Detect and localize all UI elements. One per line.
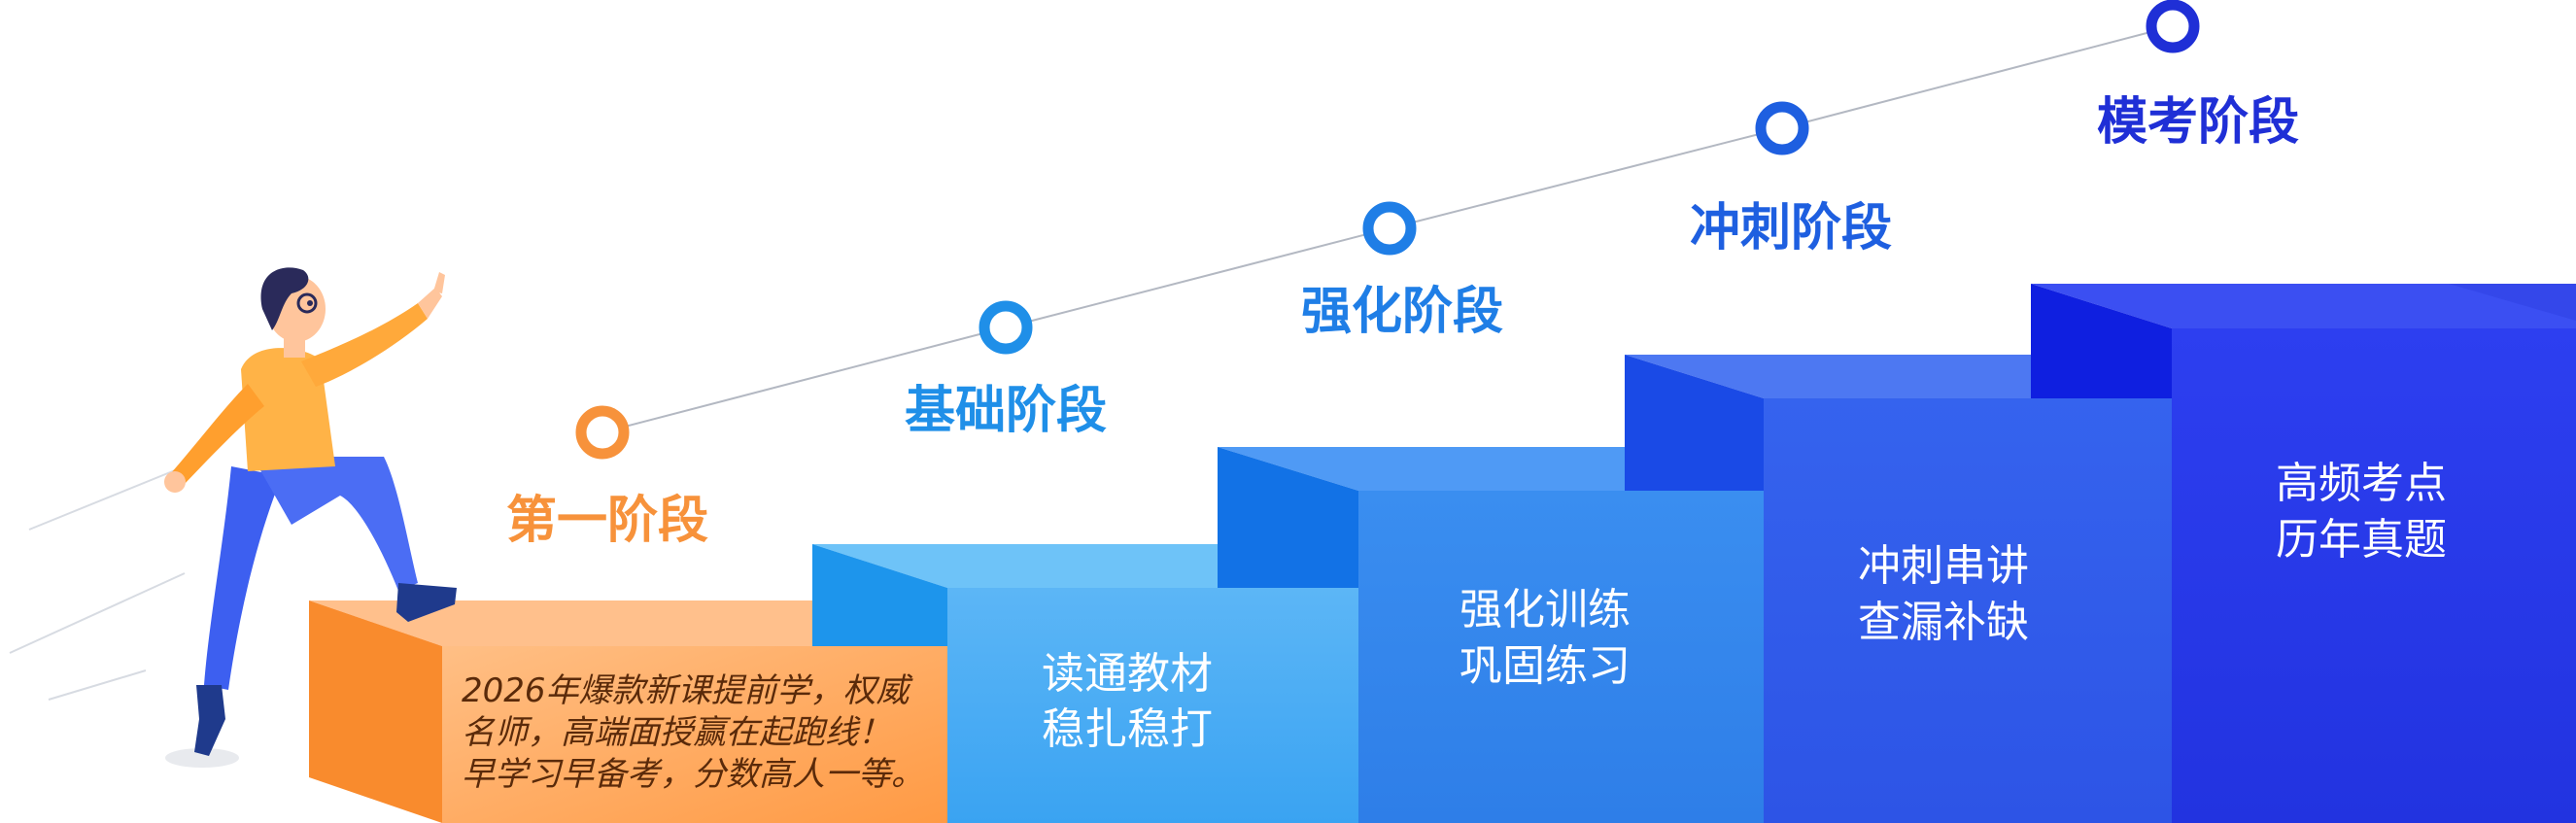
milestone-ring-5 xyxy=(2146,0,2200,53)
stage-block-1 xyxy=(309,600,947,823)
milestone-ring-4 xyxy=(1755,101,1809,155)
stage-1-desc-line-2: 名师，高端面授赢在起跑线！ xyxy=(462,713,891,752)
stage-block-2 xyxy=(812,544,1358,823)
speed-lines xyxy=(9,465,186,701)
milestone-ring-1 xyxy=(575,405,630,460)
milestone-ring-3 xyxy=(1362,201,1417,256)
milestone-ring-2 xyxy=(979,300,1033,355)
stage-title-5: 模考阶段 xyxy=(2097,93,2299,152)
stage-3-desc-line-1: 强化训练 xyxy=(1460,585,1631,634)
stage-title-1: 第一阶段 xyxy=(506,492,708,550)
stage-4-desc-line-1: 冲刺串讲 xyxy=(1858,541,2029,591)
stage-title-2: 基础阶段 xyxy=(905,382,1107,440)
stage-title-3: 强化阶段 xyxy=(1301,283,1503,341)
stage-block-4 xyxy=(1625,355,2172,823)
stage-2-desc-line-1: 读通教材 xyxy=(1042,649,1213,699)
stage-3-desc-line-2: 巩固练习 xyxy=(1460,641,1631,691)
stage-block-5 xyxy=(2031,284,2576,823)
stage-5-desc-line-1: 高频考点 xyxy=(2276,459,2447,508)
student-illustration xyxy=(164,267,457,768)
stage-4-desc-line-2: 查漏补缺 xyxy=(1858,598,2029,647)
stage-1-desc-line-1: 2026年爆款新课提前学，权威 xyxy=(462,671,914,710)
stage-5-desc-line-2: 历年真题 xyxy=(2276,515,2447,565)
stage-title-4: 冲刺阶段 xyxy=(1690,199,1892,257)
stage-2-desc-line-2: 稳扎稳打 xyxy=(1042,704,1213,754)
stage-1-desc-line-3: 早学习早备考，分数高人一等。 xyxy=(462,755,924,794)
